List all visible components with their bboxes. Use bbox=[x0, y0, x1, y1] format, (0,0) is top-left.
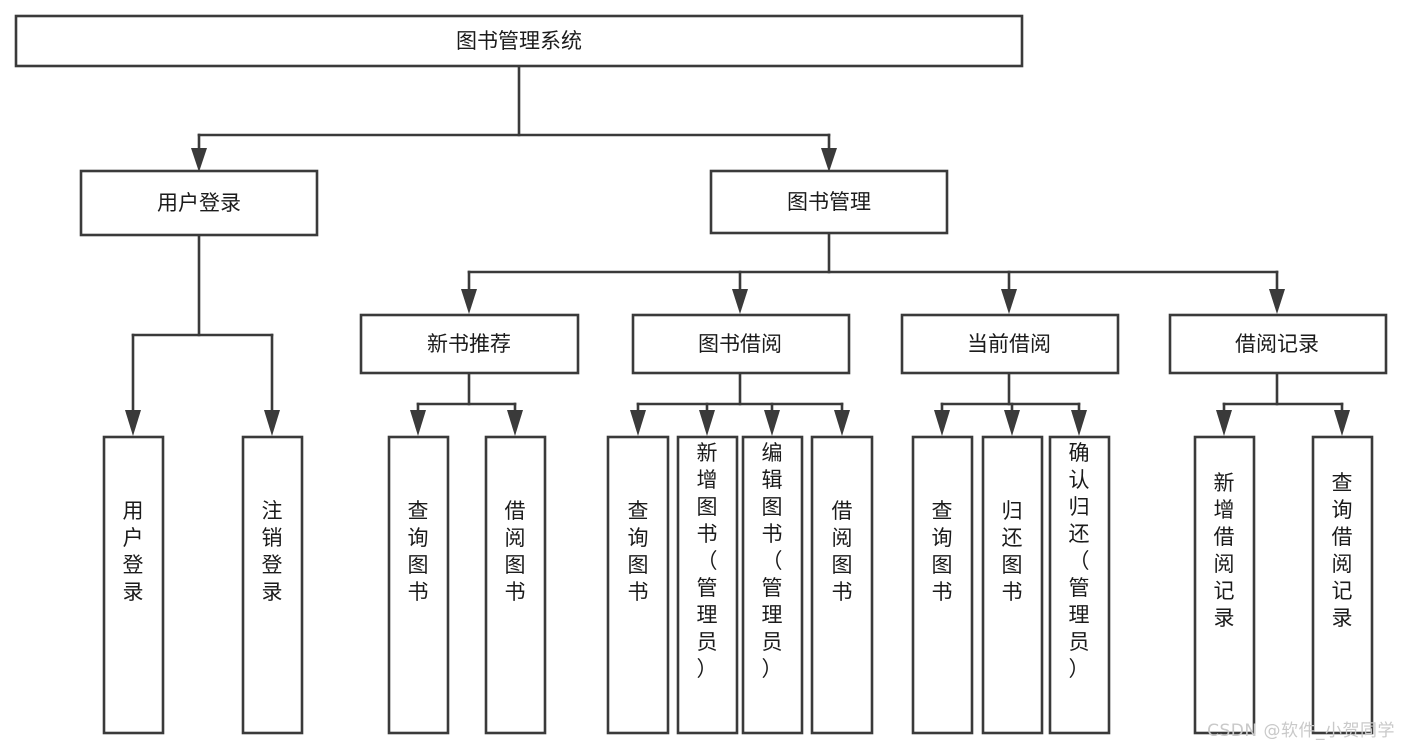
arrow-head-leaf-user-login bbox=[125, 410, 141, 436]
arrow-head-current-borrow bbox=[1001, 289, 1017, 314]
node-user-login[interactable]: 用户登录 bbox=[79, 169, 319, 237]
leaf-bb-edit-book-label: 编辑图书（管理员） bbox=[762, 441, 783, 681]
leaf-cb-query-book-box[interactable] bbox=[911, 435, 974, 735]
node-user-login-box[interactable] bbox=[79, 169, 319, 237]
leaf-bb-add-book-box[interactable] bbox=[676, 435, 739, 735]
arrow-head-user-login bbox=[191, 148, 207, 172]
arrow-head-br-leaf-2 bbox=[1334, 410, 1350, 436]
node-current-borrow-box[interactable] bbox=[900, 313, 1120, 375]
node-book-borrow-box[interactable] bbox=[631, 313, 851, 375]
arrow-head-br-leaf-1 bbox=[1216, 410, 1232, 436]
arrow-head-cb-leaf-2 bbox=[1004, 410, 1020, 436]
node-book-borrow-label: 图书借阅 bbox=[698, 332, 782, 356]
leaf-nb-borrow-book-box[interactable] bbox=[484, 435, 547, 735]
leaf-cb-confirm-return[interactable]: 确认归还（管理员） bbox=[1048, 435, 1111, 735]
arrow-head-nb-leaf-2 bbox=[507, 410, 523, 436]
arrow-head-book-borrow bbox=[732, 289, 748, 314]
leaf-nb-borrow-book-label: 借阅图书 bbox=[505, 499, 526, 604]
arrow-head-leaf-logout bbox=[264, 410, 280, 436]
leaf-bb-query-book-box[interactable] bbox=[606, 435, 670, 735]
csdn-watermark: CSDN @软件_小贺同学 bbox=[1207, 721, 1395, 741]
leaf-nb-borrow-book[interactable]: 借阅图书 bbox=[484, 435, 547, 735]
leaf-logout[interactable]: 注销登录 bbox=[241, 435, 304, 735]
leaf-bb-query-book[interactable]: 查询图书 bbox=[606, 435, 670, 735]
node-current-borrow-label: 当前借阅 bbox=[967, 332, 1051, 356]
node-book-borrow[interactable]: 图书借阅 bbox=[631, 313, 851, 375]
leaf-br-add-record-box[interactable] bbox=[1193, 435, 1256, 735]
node-borrow-record-label: 借阅记录 bbox=[1235, 332, 1319, 356]
leaf-bb-add-book-label: 新增图书（管理员） bbox=[697, 441, 718, 681]
leaf-cb-return-book-label: 归还图书 bbox=[1002, 499, 1023, 604]
leaf-logout-label: 注销登录 bbox=[262, 499, 283, 604]
leaf-nb-query-book[interactable]: 查询图书 bbox=[387, 435, 450, 735]
leaf-bb-borrow-book-label: 借阅图书 bbox=[832, 499, 853, 604]
leaf-logout-box[interactable] bbox=[241, 435, 304, 735]
leaf-br-query-record-label: 查询借阅记录 bbox=[1332, 471, 1353, 630]
leaf-br-add-record[interactable]: 新增借阅记录 bbox=[1193, 435, 1256, 735]
arrow-head-nb-leaf-1 bbox=[410, 410, 426, 436]
leaf-bb-borrow-book-box[interactable] bbox=[810, 435, 874, 735]
node-borrow-record[interactable]: 借阅记录 bbox=[1168, 313, 1388, 375]
node-current-borrow[interactable]: 当前借阅 bbox=[900, 313, 1120, 375]
arrow-head-cb-leaf-1 bbox=[934, 410, 950, 436]
leaf-nb-query-book-box[interactable] bbox=[387, 435, 450, 735]
leaf-br-query-record-box[interactable] bbox=[1311, 435, 1374, 735]
arrow-head-cb-leaf-3 bbox=[1071, 410, 1087, 436]
node-book-management[interactable]: 图书管理 bbox=[709, 169, 949, 235]
arrow-head-bb-leaf-3 bbox=[764, 410, 780, 436]
node-user-login-label: 用户登录 bbox=[157, 191, 241, 215]
arrow-head-bb-leaf-4 bbox=[834, 410, 850, 436]
leaf-bb-query-book-label: 查询图书 bbox=[628, 499, 649, 604]
leaf-user-login[interactable]: 用户登录 bbox=[102, 435, 165, 735]
node-book-management-box[interactable] bbox=[709, 169, 949, 235]
leaf-user-login-box[interactable] bbox=[102, 435, 165, 735]
node-new-book-recommend[interactable]: 新书推荐 bbox=[359, 313, 580, 375]
leaf-user-login-label: 用户登录 bbox=[123, 499, 144, 604]
leaf-bb-edit-book[interactable]: 编辑图书（管理员） bbox=[741, 435, 804, 735]
leaf-br-query-record[interactable]: 查询借阅记录 bbox=[1311, 435, 1374, 735]
leaf-br-add-record-label: 新增借阅记录 bbox=[1214, 471, 1235, 630]
leaf-cb-return-book-box[interactable] bbox=[981, 435, 1044, 735]
connectors bbox=[125, 64, 1350, 436]
arrow-head-bb-leaf-1 bbox=[630, 410, 646, 436]
leaf-cb-confirm-return-label: 确认归还（管理员） bbox=[1069, 441, 1090, 681]
leaf-nb-query-book-label: 查询图书 bbox=[408, 499, 429, 604]
arrow-head-new-book bbox=[461, 289, 477, 314]
node-new-book-recommend-box[interactable] bbox=[359, 313, 580, 375]
leaf-bb-edit-book-box[interactable] bbox=[741, 435, 804, 735]
node-book-management-label: 图书管理 bbox=[787, 190, 871, 214]
leaf-cb-confirm-return-box[interactable] bbox=[1048, 435, 1111, 735]
node-root-label: 图书管理系统 bbox=[456, 29, 582, 53]
arrow-head-bb-leaf-2 bbox=[699, 410, 715, 436]
node-new-book-recommend-label: 新书推荐 bbox=[427, 332, 511, 356]
leaf-cb-return-book[interactable]: 归还图书 bbox=[981, 435, 1044, 735]
leaf-bb-add-book[interactable]: 新增图书（管理员） bbox=[676, 435, 739, 735]
node-root-system[interactable]: 图书管理系统 bbox=[14, 14, 1024, 68]
node-root-box[interactable] bbox=[14, 14, 1024, 68]
leaf-cb-query-book-label: 查询图书 bbox=[932, 499, 953, 604]
leaf-bb-borrow-book[interactable]: 借阅图书 bbox=[810, 435, 874, 735]
arrow-head-borrow-record bbox=[1269, 289, 1285, 314]
node-borrow-record-box[interactable] bbox=[1168, 313, 1388, 375]
arrow-head-book-mgmt bbox=[821, 148, 837, 172]
leaf-cb-query-book[interactable]: 查询图书 bbox=[911, 435, 974, 735]
